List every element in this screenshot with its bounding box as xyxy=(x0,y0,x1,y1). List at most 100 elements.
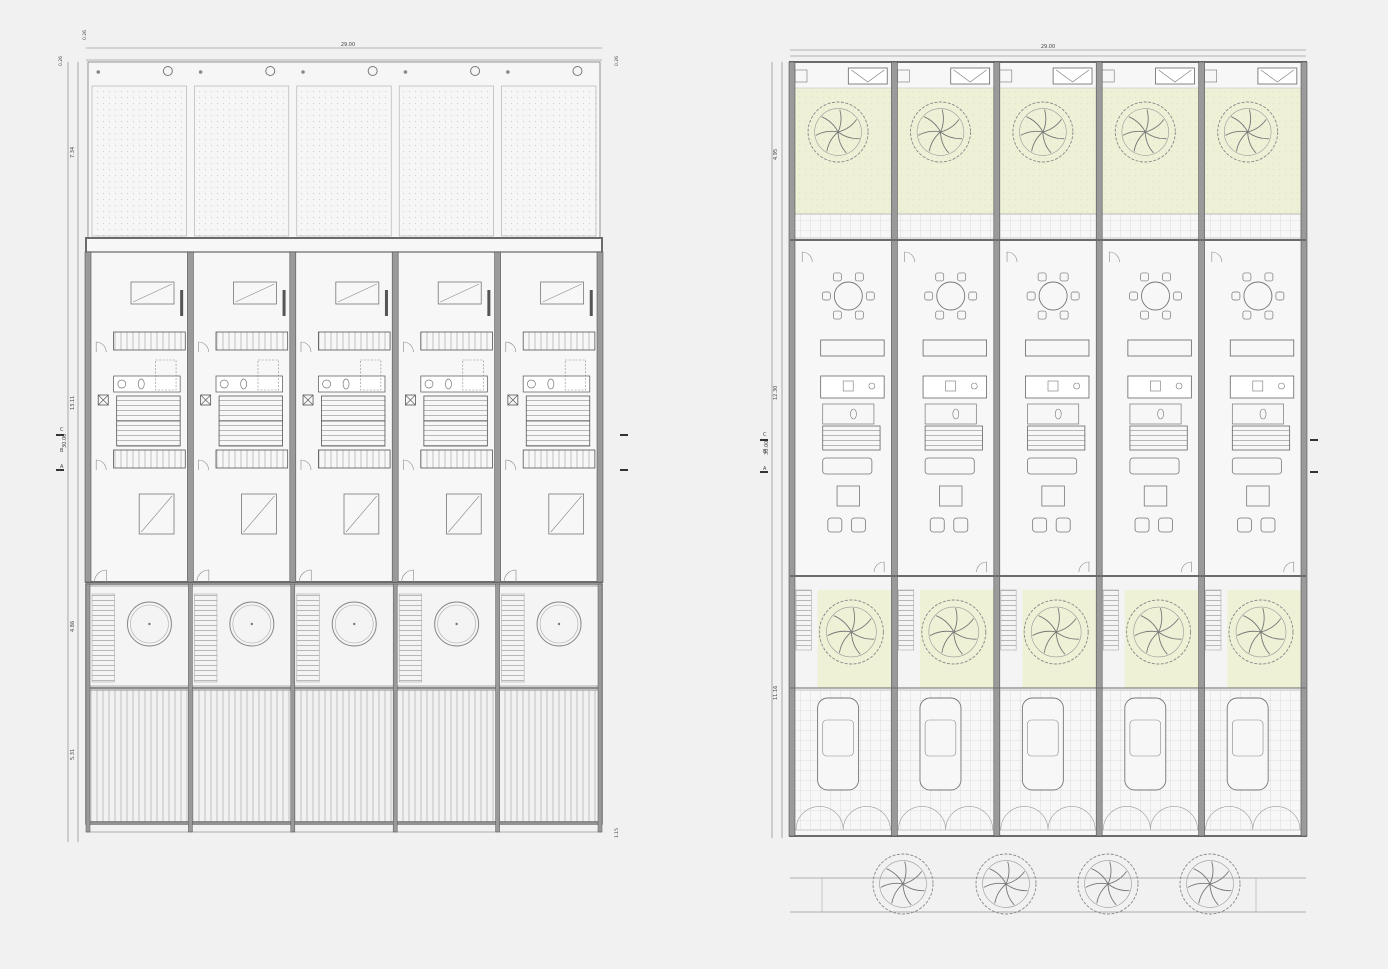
chair-icon xyxy=(1242,310,1252,320)
roof-panel xyxy=(501,85,597,237)
party-wall xyxy=(84,251,92,583)
bed xyxy=(343,493,380,535)
mid-dimension-ground: 30.00 xyxy=(764,441,770,455)
terrace-paving xyxy=(1203,213,1303,239)
coffee-table xyxy=(1041,485,1065,507)
coffee-table xyxy=(836,485,860,507)
vent-dot xyxy=(403,70,408,74)
garage-dimension: 5.31 xyxy=(70,749,76,760)
toilet-icon xyxy=(240,378,247,390)
section-mark-c: C xyxy=(60,427,64,433)
house-dimension-ground: 12.30 xyxy=(773,386,779,400)
gate-swing xyxy=(1000,806,1096,831)
upper-floor-unit xyxy=(498,281,600,823)
door-swing xyxy=(198,459,209,471)
tree-icon xyxy=(1023,599,1089,665)
upper-floor-plan: 29.00 7.34 13.11 4.86 5.31 30.00 0.26 0.… xyxy=(56,30,628,842)
wardrobe xyxy=(589,290,593,316)
garage-roof xyxy=(498,689,600,823)
armchair-icon xyxy=(850,517,866,533)
top-strip-dimension: 7.34 xyxy=(70,147,76,158)
ground-floor-unit xyxy=(1100,67,1200,831)
chair-icon xyxy=(1162,272,1171,282)
bed xyxy=(540,281,585,305)
car-icon xyxy=(1124,697,1167,791)
closet-row xyxy=(215,449,289,469)
chair-icon xyxy=(1059,310,1069,320)
party-wall xyxy=(494,251,501,583)
kitchen-unit xyxy=(1025,375,1090,399)
pool-icon xyxy=(229,601,275,647)
party-wall xyxy=(1300,61,1308,837)
coffee-table xyxy=(939,485,963,507)
garage-roof xyxy=(88,689,190,823)
wc xyxy=(1027,403,1080,425)
car-icon xyxy=(1226,697,1269,791)
sink-icon xyxy=(322,379,331,389)
door-swing xyxy=(298,569,312,583)
duct-icon xyxy=(405,394,416,406)
door-swing xyxy=(505,459,517,471)
overall-dimension: 29.00 xyxy=(341,42,355,48)
door-swing xyxy=(196,569,210,583)
chair-icon xyxy=(1264,272,1274,282)
chair-icon xyxy=(1059,272,1069,282)
planter xyxy=(1257,67,1298,85)
chair-icon xyxy=(832,272,842,282)
party-wall xyxy=(891,61,898,837)
tree-icon xyxy=(1126,599,1192,665)
vent-dot xyxy=(301,70,305,74)
tree-icon xyxy=(1179,853,1241,915)
garage-roof xyxy=(293,689,395,823)
hob-icon xyxy=(970,382,978,390)
kitchen-counter xyxy=(922,339,987,357)
closet-row xyxy=(317,331,391,351)
kitchen-counter xyxy=(1127,339,1192,357)
planter xyxy=(847,67,888,85)
duct-icon xyxy=(200,394,212,406)
door-swing xyxy=(976,561,987,573)
door-swing xyxy=(1109,251,1120,263)
vent-dot xyxy=(96,70,101,74)
sink-icon xyxy=(527,379,536,389)
toilet-icon xyxy=(445,378,452,390)
party-wall xyxy=(1095,61,1103,837)
duct-icon xyxy=(97,394,109,406)
section-mark-a: A xyxy=(60,464,64,470)
wardrobe xyxy=(282,290,286,316)
bed xyxy=(548,493,585,535)
party-wall xyxy=(187,251,194,583)
party-wall xyxy=(1198,61,1205,837)
armchair-icon xyxy=(827,517,843,533)
party-wall xyxy=(788,61,796,837)
back-garden xyxy=(1227,590,1302,688)
armchair-icon xyxy=(1055,517,1071,533)
door-swing xyxy=(401,569,414,583)
tree-icon xyxy=(975,853,1037,915)
tree-icon xyxy=(1077,853,1139,915)
toilet-icon xyxy=(1157,408,1164,420)
patio-stair xyxy=(296,593,320,683)
tree-icon xyxy=(910,101,971,163)
party-wall xyxy=(495,583,500,833)
closet-row xyxy=(522,449,596,469)
planter xyxy=(1155,67,1195,85)
party-wall xyxy=(188,583,193,833)
door-swing xyxy=(403,459,414,471)
duct-icon xyxy=(507,394,519,406)
edge-dimension-a: 0.26 xyxy=(58,56,64,66)
stairs xyxy=(822,425,881,451)
kitchen-unit xyxy=(922,375,987,399)
armchair-icon xyxy=(929,517,945,533)
pool-icon xyxy=(434,601,480,647)
armchair-icon xyxy=(1260,517,1276,533)
door-swing xyxy=(801,251,813,263)
pool-icon xyxy=(331,601,377,647)
door-swing xyxy=(198,341,209,353)
roof-panel xyxy=(91,85,187,237)
sink-icon xyxy=(117,379,127,389)
edge-dimension-c: 1.15 xyxy=(614,828,620,838)
chair-icon xyxy=(1129,291,1138,301)
